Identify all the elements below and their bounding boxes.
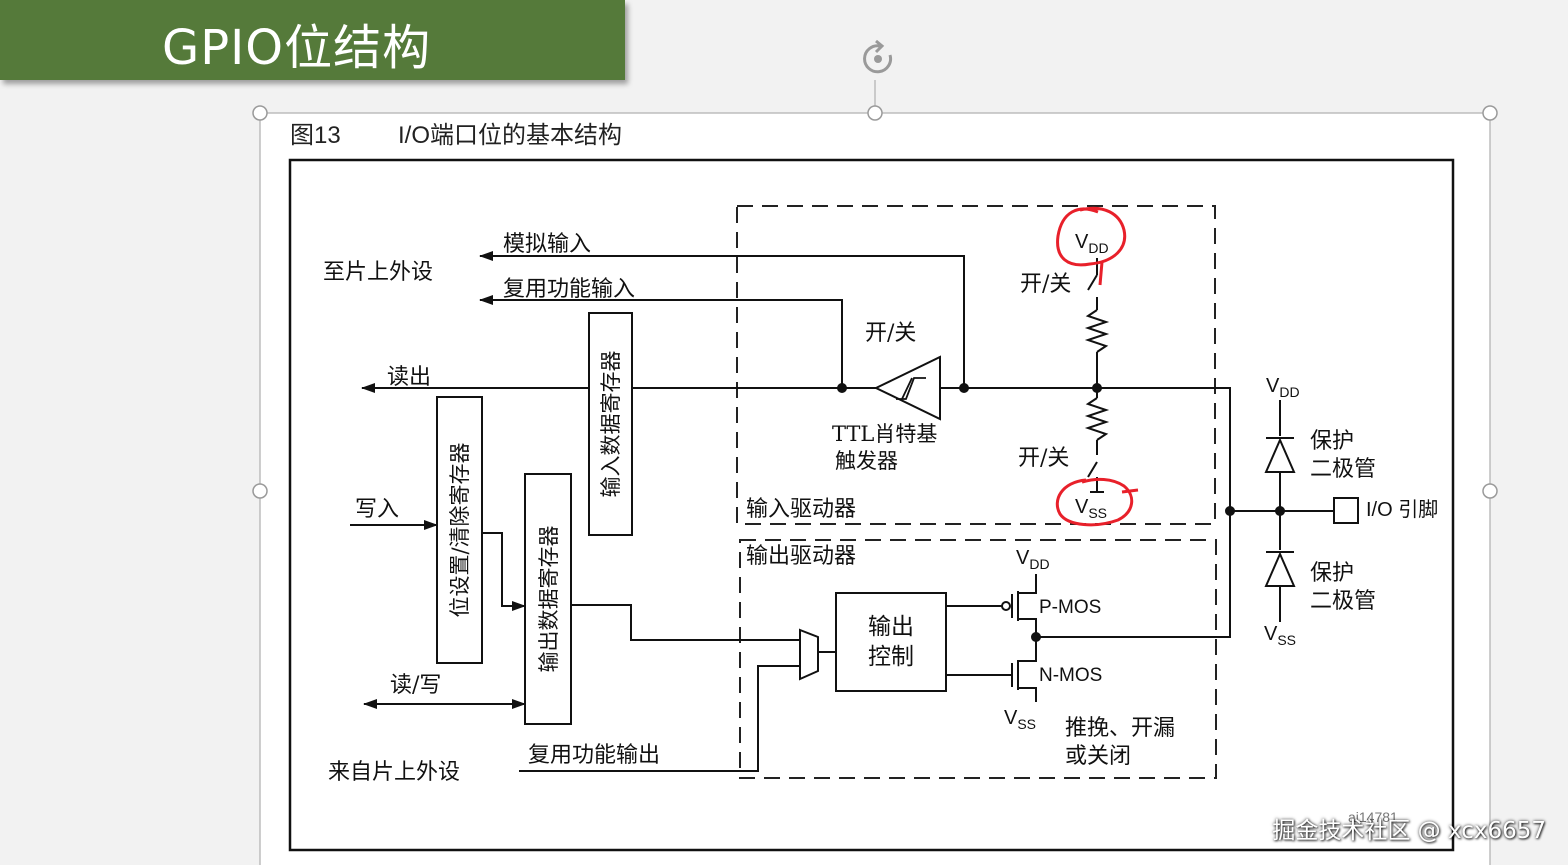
mode-label-line1: 推挽、开漏	[1065, 716, 1175, 741]
analog-input-label: 模拟输入	[503, 232, 591, 257]
input-data-register	[588, 312, 633, 536]
odr-to-mux-line	[571, 604, 800, 641]
figure-code: ai14781	[1348, 809, 1398, 825]
pull-up-network	[1084, 258, 1110, 388]
output-driver-label: 输出驱动器	[746, 544, 856, 569]
bsrr-label: 位设置/清除寄存器	[448, 442, 472, 617]
input-data-register-label: 输入数据寄存器	[599, 351, 623, 498]
write-in-label: 写入	[355, 497, 399, 522]
alt-input-line	[479, 295, 843, 388]
vdd-pmos-label: VDD	[1016, 547, 1050, 572]
protect-bottom-line2: 二极管	[1310, 589, 1376, 614]
from-peripheral-label: 来自片上外设	[328, 760, 460, 785]
vss-annotation-circle	[1055, 477, 1139, 527]
read-write-label: 读/写	[390, 673, 441, 698]
alt-func-input-label: 复用功能输入	[503, 277, 635, 302]
bsrr-register	[436, 396, 483, 664]
io-pin-label: I/O 引脚	[1366, 498, 1438, 521]
on-off-bottom-label: 开/关	[1018, 446, 1069, 471]
nmos-transistor	[1011, 637, 1037, 702]
output-data-register	[524, 473, 572, 725]
schmitt-label-line1: TTL肖特基	[832, 422, 937, 446]
output-control-line1: 输出	[868, 614, 914, 640]
output-data-register-label: 输出数据寄存器	[537, 526, 561, 673]
alt-func-output-label: 复用功能输出	[528, 743, 660, 768]
vdd-annotation-circle	[1056, 206, 1127, 286]
selection-handles[interactable]	[252, 105, 1498, 499]
to-peripheral-label: 至片上外设	[323, 260, 433, 285]
output-control-block	[835, 592, 947, 692]
input-driver-label: 输入驱动器	[746, 497, 856, 522]
on-off-top-label: 开/关	[1020, 272, 1071, 297]
analog-input-line	[479, 251, 965, 388]
io-pin	[1333, 497, 1359, 524]
schmitt-label-line2: 触发器	[835, 449, 898, 473]
vss-diode-label: VSS	[1264, 623, 1296, 648]
input-driver-box	[736, 205, 1216, 525]
vdd-diode-label: VDD	[1266, 375, 1300, 400]
protect-bottom-line1: 保护	[1310, 561, 1354, 586]
mode-label-line2: 或关闭	[1065, 744, 1131, 769]
vdd-top-label: VDD	[1075, 231, 1109, 256]
figure-number: 图13	[290, 122, 341, 149]
output-driver-box	[739, 539, 1217, 779]
watermark: 掘金技术社区 @ xcx6657	[1272, 818, 1546, 844]
junction-dots	[837, 383, 1285, 642]
bsrr-to-odr-line	[482, 532, 526, 611]
vss-nmos-label: VSS	[1004, 707, 1036, 732]
output-to-pin-line	[1036, 511, 1231, 638]
nmos-label: N-MOS	[1039, 665, 1102, 686]
on-off-schmitt-label: 开/关	[865, 321, 916, 346]
title-banner: GPIO位结构	[0, 0, 625, 80]
protection-diode-bottom	[1264, 511, 1296, 622]
rotate-handle-icon[interactable]	[863, 39, 893, 74]
read-out-label: 读出	[387, 365, 431, 390]
pmos-transistor	[1001, 574, 1037, 637]
protection-diode-top	[1264, 400, 1296, 511]
pmos-label: P-MOS	[1039, 597, 1101, 618]
protect-top-line2: 二极管	[1310, 457, 1376, 482]
slide-title: GPIO位结构	[162, 20, 432, 76]
protect-top-line1: 保护	[1310, 429, 1354, 454]
output-mux	[799, 628, 819, 681]
vss-top-label: VSS	[1075, 496, 1107, 521]
input-to-pin-line	[1217, 387, 1231, 511]
figure-caption: I/O端口位的基本结构	[398, 122, 622, 149]
figure-border	[288, 158, 1455, 852]
schmitt-trigger	[873, 355, 941, 421]
output-control-line2: 控制	[868, 644, 914, 670]
alt-output-line	[519, 665, 800, 772]
